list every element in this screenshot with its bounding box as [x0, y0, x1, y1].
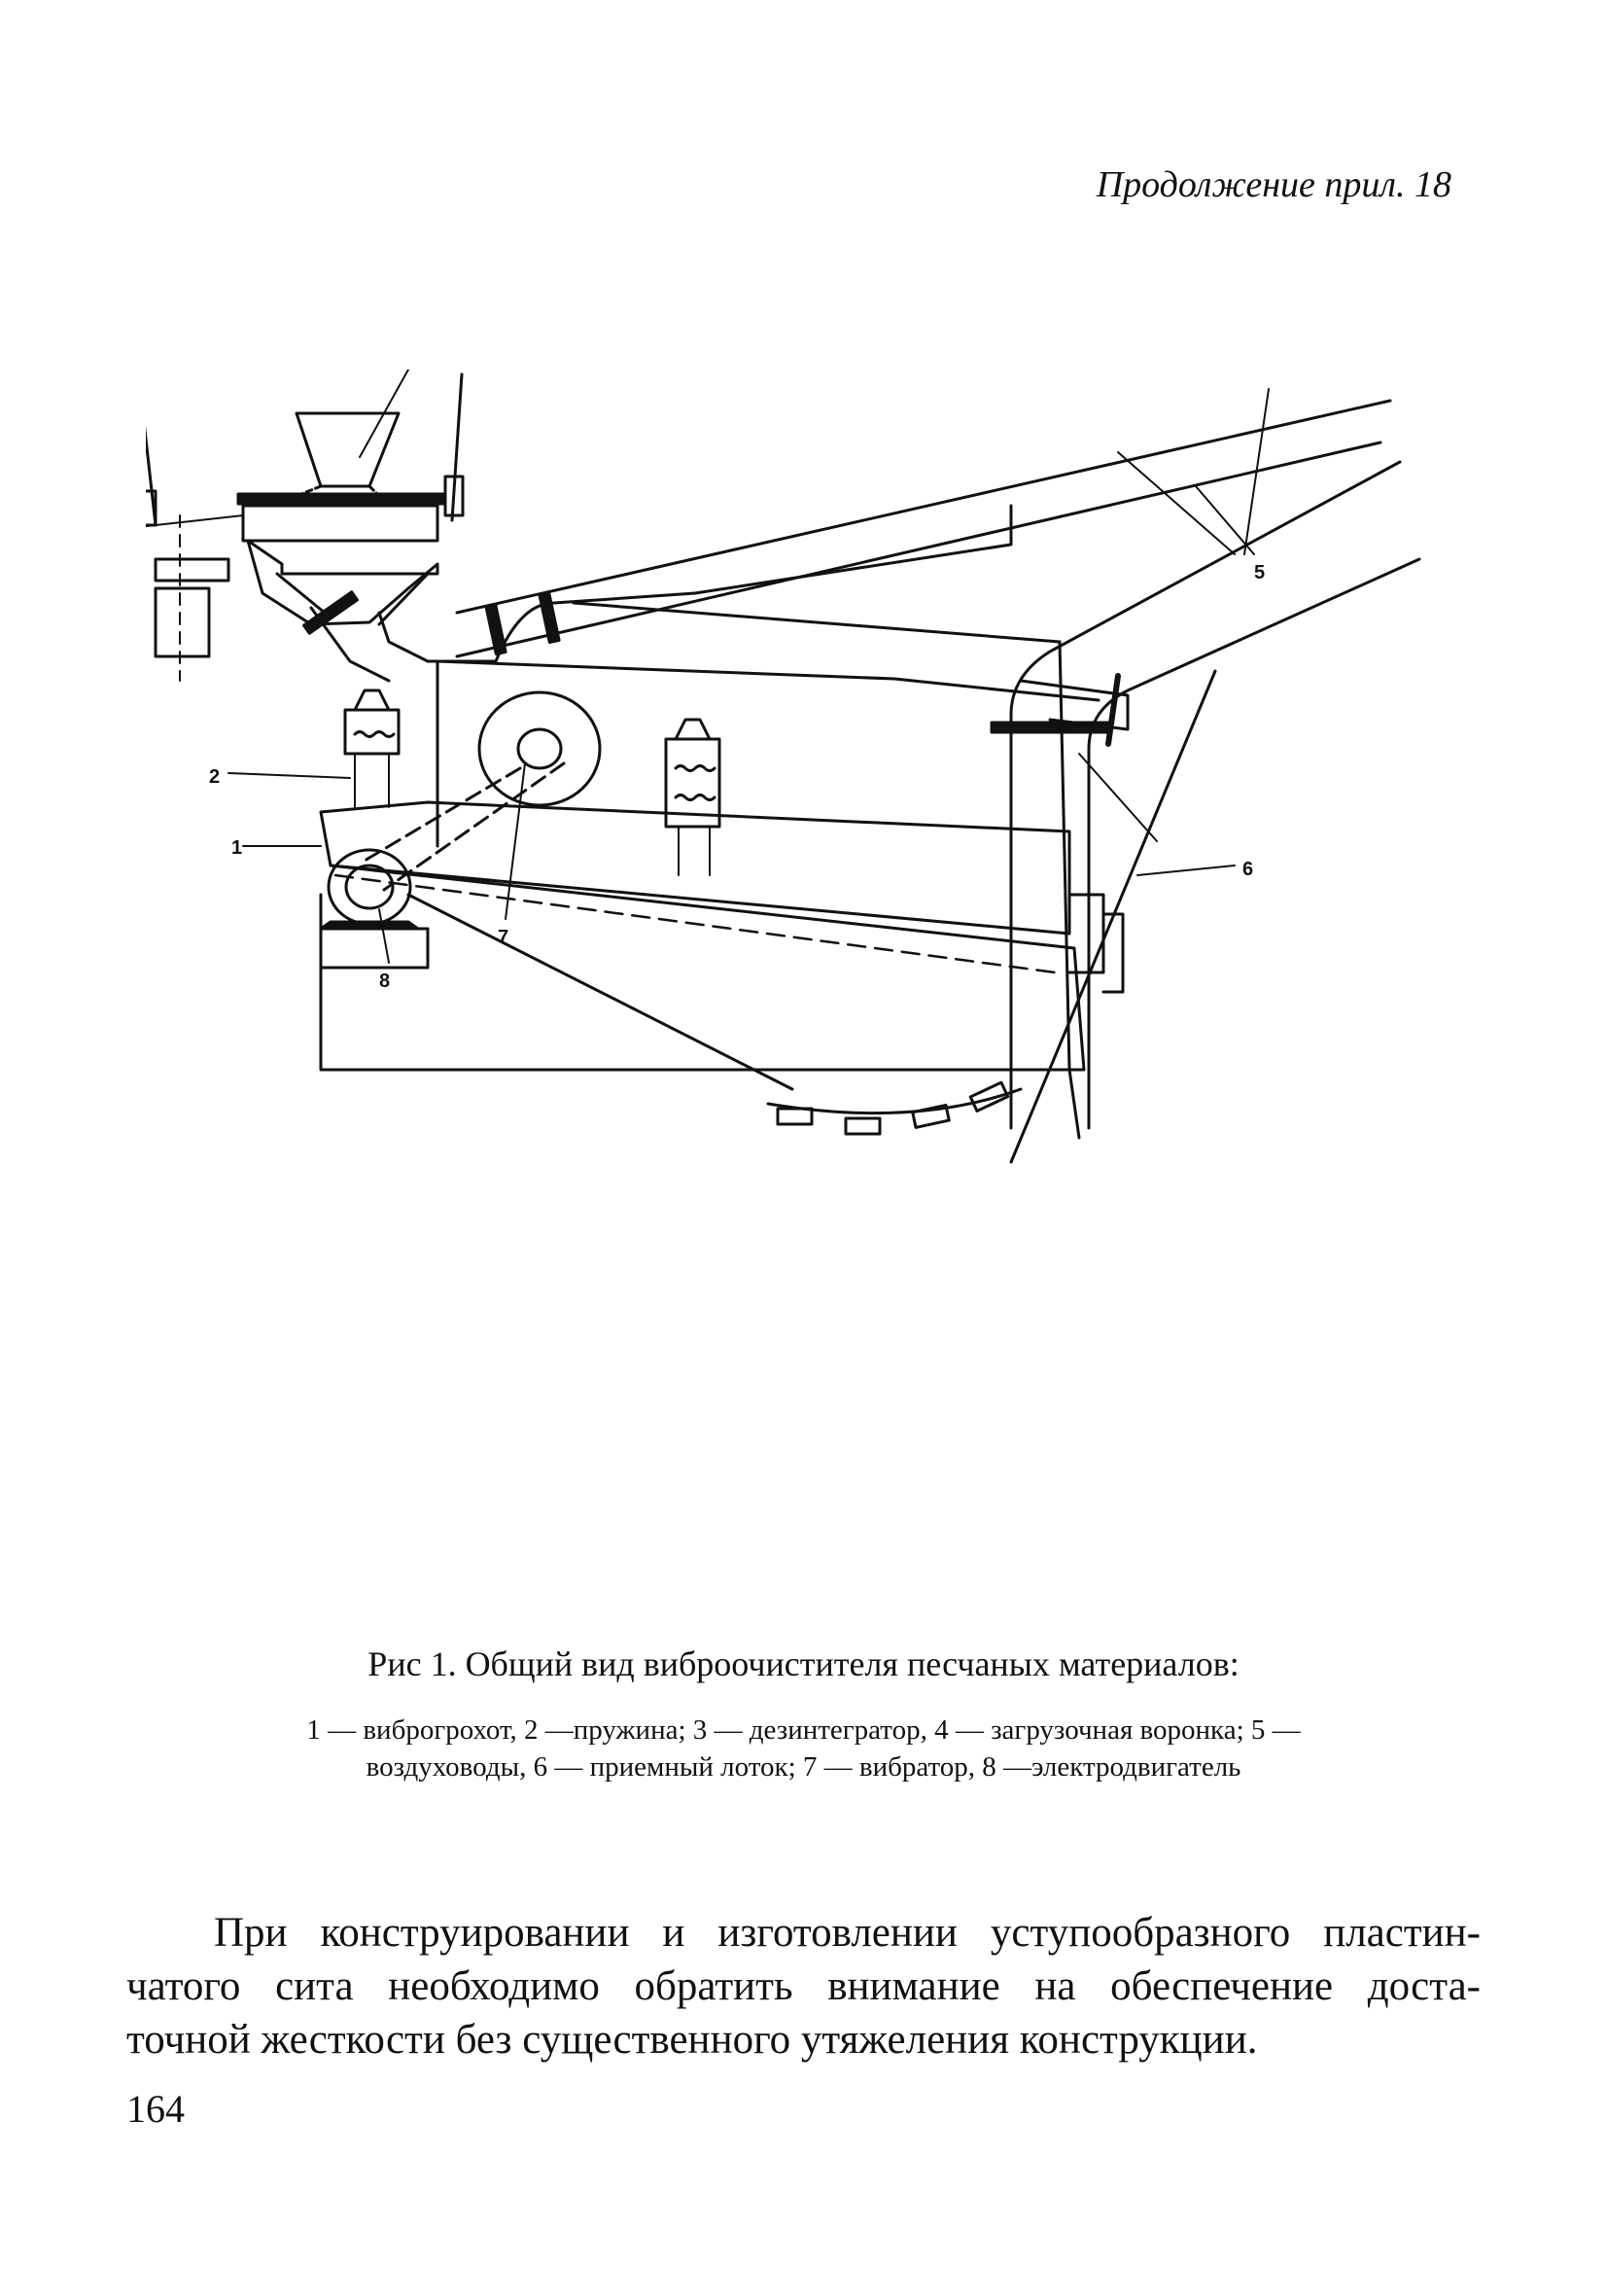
disintegrator-cone — [246, 539, 439, 626]
disintegrator-flange — [236, 492, 446, 506]
leader-outlet — [1078, 753, 1158, 842]
screen-deck — [319, 864, 1086, 1072]
main-housing-top — [426, 504, 1013, 663]
right-post — [450, 372, 464, 522]
duct-clamp-2 — [538, 591, 561, 644]
body-paragraph: При конструировании и изготовлении уступ… — [126, 1906, 1481, 2066]
spring-left — [343, 689, 401, 808]
main-housing-slope — [572, 601, 1062, 644]
motor-plinth — [319, 927, 430, 970]
tray-slot-1 — [776, 1107, 814, 1126]
feed-hopper — [295, 411, 401, 488]
vibrator-link — [363, 761, 566, 892]
label-7: 7 — [498, 927, 508, 948]
outlet-pipe — [1019, 679, 1130, 731]
motor-outer — [327, 848, 412, 926]
vibrator-outer — [477, 690, 602, 807]
motor-inner — [344, 864, 395, 910]
label-6: 6 — [1242, 859, 1253, 880]
figure-legend: 1 — виброгрохот, 2 —пружина; 3 — дезинте… — [117, 1712, 1490, 1785]
screen-frame — [319, 800, 1071, 936]
leader-4 — [359, 370, 409, 458]
spring-right — [664, 718, 721, 876]
tray-slot-4 — [968, 1080, 1010, 1113]
screen-dashes — [333, 873, 1057, 974]
leader-6 — [1136, 865, 1236, 876]
feed-chute — [309, 606, 430, 683]
right-post-clamp — [443, 475, 465, 517]
receiving-chute — [1009, 669, 1217, 1164]
upper-duct — [455, 399, 1392, 658]
disintegrator-top — [241, 504, 439, 543]
legend-line-2: воздуховоды, 6 — приемный лоток; 7 — виб… — [366, 1751, 1241, 1783]
right-duct — [1009, 460, 1421, 1130]
discharge-line — [406, 893, 794, 1091]
label-2: 2 — [209, 766, 220, 788]
chute-valve — [302, 590, 359, 635]
label-8: 8 — [379, 971, 390, 992]
label-5: 5 — [1254, 562, 1265, 583]
technical-drawing: 3 4 5 2 1 6 7 8 — [146, 370, 1421, 1164]
label-1: 1 — [231, 837, 242, 859]
leader-5a — [1195, 485, 1255, 555]
page-number: 164 — [126, 2087, 185, 2131]
leader-7 — [505, 762, 526, 920]
outlet-flange — [1105, 673, 1121, 747]
body-line-1: При конструировании и изготовлении уступ… — [214, 1910, 1481, 1956]
leader-2 — [227, 772, 351, 779]
vibrator-inner — [516, 727, 563, 770]
body-line-3: точной жесткости без существенного утяже… — [126, 2017, 1258, 2063]
figure-caption-title: Рис 1. Общий вид виброочистителя песчаны… — [367, 1644, 1240, 1683]
tray-slot-2 — [844, 1116, 882, 1136]
leader-8 — [378, 908, 390, 964]
main-housing-mid — [436, 659, 1100, 702]
leader-5c — [1117, 451, 1236, 555]
tray-slot-3 — [911, 1103, 951, 1129]
left-post — [146, 425, 157, 527]
left-bracket — [154, 557, 230, 583]
hopper-to-disint — [290, 484, 381, 500]
body-line-2: чатого сита необходимо обратить внимание… — [126, 1963, 1481, 2009]
leader-3 — [146, 514, 244, 528]
figure-drawing: 3 4 5 2 1 6 7 8 — [146, 370, 1468, 1575]
legend-line-1: 1 — виброгрохот, 2 —пружина; 3 — дезинте… — [306, 1714, 1301, 1746]
running-head: Продолжение прил. 18 — [1096, 164, 1451, 205]
leader-5b — [1243, 388, 1270, 555]
left-post-clamp — [146, 489, 157, 527]
left-box — [154, 586, 211, 658]
